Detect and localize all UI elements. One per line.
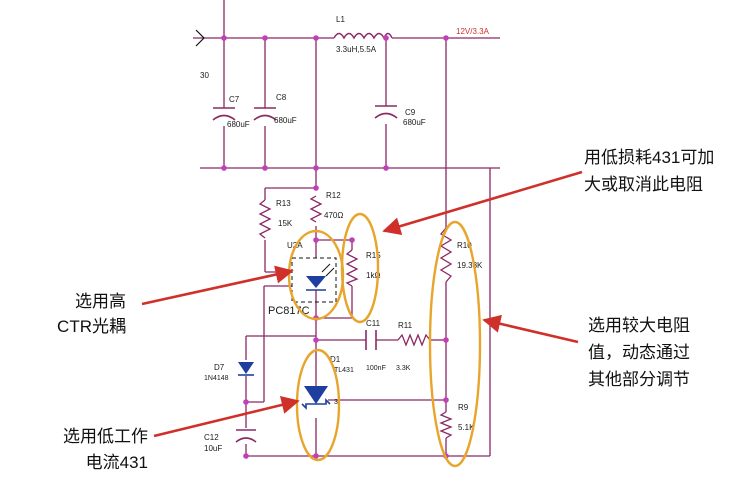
l1-ref: L1: [336, 15, 345, 24]
arrow-left-upper: [141, 265, 294, 306]
resistor-r13: R13 15K: [258, 199, 293, 239]
svg-text:其他部分调节: 其他部分调节: [588, 370, 690, 389]
annotation-left-upper: 选用高 CTR光耦: [57, 292, 126, 336]
r11-value: 3.3K: [396, 365, 411, 372]
diode-d7: D7 1N4148: [204, 362, 254, 382]
c12-value: 10uF: [204, 444, 222, 453]
resistor-r15: R15 1kΩ: [345, 249, 381, 287]
arrow-right-middle: [482, 314, 579, 344]
d1-ref: D1: [330, 355, 341, 364]
junction-nodes: [221, 35, 449, 459]
top-rail-wires: [193, 0, 500, 228]
d1-pin3: 3: [334, 399, 338, 406]
c11-value: 100nF: [366, 365, 386, 372]
c11-ref: C11: [366, 319, 381, 328]
r15-ref: R15: [366, 251, 381, 260]
annotation-arrows: [141, 170, 583, 438]
edge-fragment-label: 30: [200, 71, 209, 80]
svg-text:用低损耗431可加: 用低损耗431可加: [584, 148, 714, 167]
inductor-l1: L1 3.3uH,5.5A: [333, 15, 393, 54]
r15-value: 1kΩ: [366, 271, 380, 280]
svg-text:选用较大电阻: 选用较大电阻: [588, 316, 690, 335]
svg-text:选用低工作: 选用低工作: [63, 427, 148, 446]
c9-value: 680uF: [403, 118, 426, 127]
capacitor-c11: C11 100nF: [365, 319, 386, 372]
d7-part: 1N4148: [204, 375, 229, 382]
c7-value: 680uF: [227, 120, 250, 129]
svg-text:选用高: 选用高: [75, 292, 126, 311]
resistor-r12: R12 470Ω: [309, 191, 343, 223]
d1-part: TL431: [334, 367, 354, 374]
capacitor-c12: C12 10uF: [204, 429, 257, 453]
r10-value: 19.38K: [457, 261, 483, 270]
optocoupler-pc817c: U2A PC817C: [268, 241, 337, 317]
capacitor-c8: C8 680uF: [253, 93, 297, 125]
annotation-top-right: 用低损耗431可加 大或取消此电阻: [584, 148, 714, 194]
r9-value: 5.1K: [458, 423, 475, 432]
d7-ref: D7: [214, 363, 225, 372]
arrow-top-right: [382, 170, 583, 236]
r13-value: 15K: [278, 219, 293, 228]
feedback-wires: [245, 168, 491, 457]
svg-text:CTR光耦: CTR光耦: [57, 317, 126, 336]
output-rating-label: 12V/3.3A: [456, 27, 490, 36]
c8-ref: C8: [276, 93, 287, 102]
resistor-r9: R9 5.1K: [439, 403, 475, 439]
c9-ref: C9: [405, 108, 416, 117]
svg-text:电流431: 电流431: [86, 453, 148, 472]
c8-value: 680uF: [274, 116, 297, 125]
r12-ref: R12: [326, 191, 341, 200]
zener-tl431-d1: D1 TL431 3: [301, 355, 354, 410]
capacitor-c7: C7 680uF: [212, 95, 250, 129]
l1-value: 3.3uH,5.5A: [336, 45, 377, 54]
resistor-r10: R10 19.38K: [439, 227, 483, 283]
resistor-r11: R11 3.3K: [396, 321, 431, 372]
r13-ref: R13: [276, 199, 291, 208]
annotation-left-lower: 选用低工作 电流431: [63, 427, 148, 472]
r12-value: 470Ω: [324, 211, 343, 220]
r9-ref: R9: [458, 403, 469, 412]
r10-ref: R10: [457, 241, 472, 250]
r11-ref: R11: [398, 321, 413, 330]
c12-ref: C12: [204, 433, 219, 442]
highlight-r10-r9: [428, 220, 482, 468]
highlight-r15: [340, 212, 380, 324]
svg-text:值，动态通过: 值，动态通过: [588, 343, 690, 362]
annotation-right-middle: 选用较大电阻 值，动态通过 其他部分调节: [588, 316, 690, 389]
svg-text:大或取消此电阻: 大或取消此电阻: [584, 175, 703, 194]
input-stub: [195, 29, 205, 47]
capacitor-c9: C9 680uF: [374, 105, 426, 127]
arrow-left-lower: [153, 396, 300, 438]
c7-ref: C7: [229, 95, 240, 104]
